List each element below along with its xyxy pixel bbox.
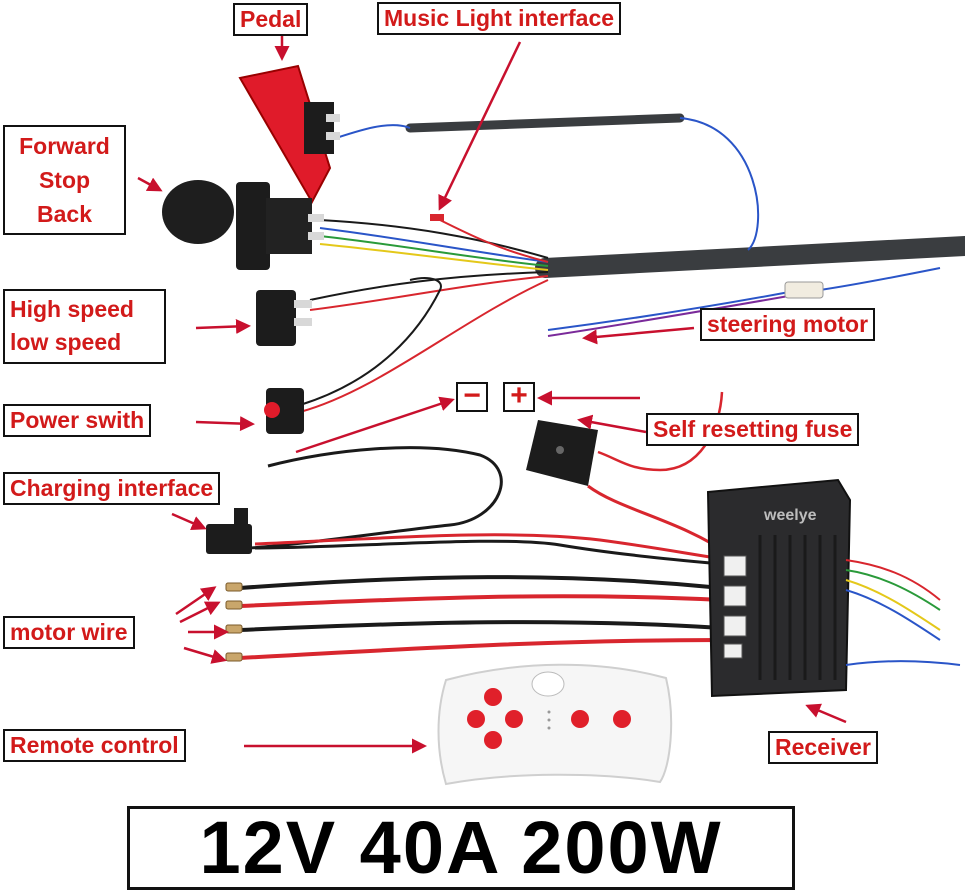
music-light-connector — [430, 214, 444, 221]
remote-a-button — [571, 710, 589, 728]
speed-high-text: High speed — [10, 296, 134, 322]
spec-banner: 12V 40A 200W — [127, 806, 795, 890]
motor-wire-label: motor wire — [3, 616, 135, 650]
remote-control-label: Remote control — [3, 729, 186, 763]
gear-back-text: Back — [37, 201, 92, 228]
speed-switch-part — [256, 290, 312, 346]
charging-part — [206, 446, 731, 567]
main-cable — [535, 236, 965, 278]
charging-label: Charging interface — [3, 472, 221, 506]
steering-motor-label-text: steering motor — [707, 311, 869, 337]
pedal-label: Pedal — [233, 3, 309, 37]
brand-text: weelye — [763, 507, 817, 524]
speed-label: High speed low speed — [3, 289, 166, 364]
callout-arrows — [137, 36, 847, 754]
remote-control-label-text: Remote control — [10, 732, 179, 758]
spec-text: 12V 40A 200W — [199, 806, 723, 889]
plus-sign: + — [503, 379, 535, 412]
pedal-part — [238, 64, 340, 205]
remote-up-button — [484, 688, 502, 706]
music-light-label: Music Light interface — [377, 2, 622, 36]
power-switch-label: Power swith — [3, 404, 152, 438]
steering-connector — [784, 281, 824, 299]
fuse-label-text: Self resetting fuse — [653, 416, 853, 442]
plus-sign-text: + — [510, 379, 528, 412]
receiver-label-text: Receiver — [775, 734, 871, 760]
remote-down-button — [484, 731, 502, 749]
music-light-label-text: Music Light interface — [384, 5, 615, 31]
gear-shifter-part — [162, 180, 324, 270]
power-switch-label-text: Power swith — [10, 407, 145, 433]
steering-motor-label: steering motor — [700, 308, 876, 342]
pedal-label-text: Pedal — [240, 6, 302, 32]
speed-low-text: low speed — [10, 329, 122, 356]
power-switch-part — [264, 388, 304, 434]
minus-sign: − — [456, 379, 488, 412]
fuse-label: Self resetting fuse — [646, 413, 860, 447]
motor-wires — [239, 575, 723, 660]
remote-b-button — [613, 710, 631, 728]
motor-wire-terminals — [225, 582, 243, 662]
motor-wire-label-text: motor wire — [10, 619, 128, 645]
remote-left-button — [467, 710, 485, 728]
upper-cable — [405, 113, 685, 133]
minus-sign-text: − — [463, 379, 481, 412]
receiver-part: weelye — [706, 478, 961, 698]
gear-label: Forward Stop Back — [3, 125, 126, 236]
gear-forward-text: Forward — [19, 133, 110, 159]
gear-stop-text: Stop — [38, 167, 91, 194]
harness-wires — [299, 117, 941, 413]
charging-label-text: Charging interface — [10, 475, 214, 501]
receiver-label: Receiver — [768, 731, 878, 765]
remote-control-part — [437, 663, 673, 786]
remote-right-button — [505, 710, 523, 728]
